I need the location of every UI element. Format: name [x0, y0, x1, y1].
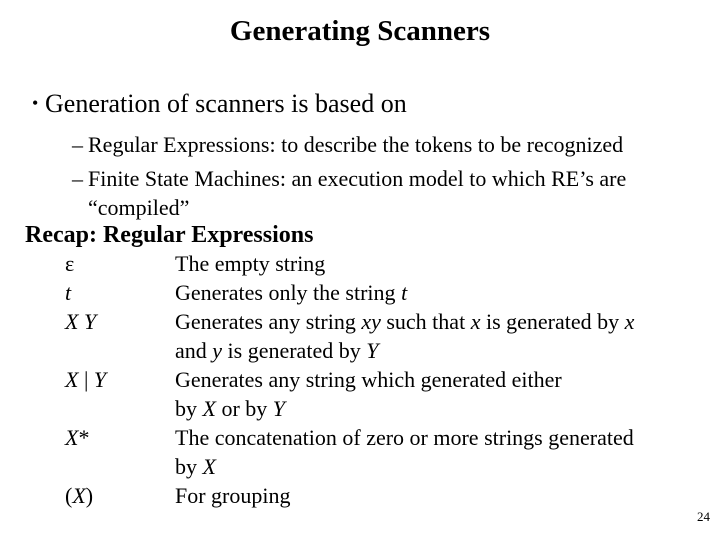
italic-segment: Y [272, 396, 286, 421]
italic-segment: X [65, 425, 79, 450]
regex-symbol: t [65, 278, 175, 307]
regex-description: Generates any string which generated eit… [175, 365, 720, 394]
text-segment: is generated by [222, 338, 367, 363]
regex-description: Generates any string xy such that x is g… [175, 307, 720, 336]
bullet-item: • Generation of scanners is based on [0, 87, 720, 120]
text-segment: and [175, 338, 213, 363]
text-segment: by [175, 454, 203, 479]
sub-bullet-text: Finite State Machines: an execution mode… [88, 166, 627, 220]
text-segment: Generates only the string [175, 280, 402, 305]
italic-segment: X [202, 396, 216, 421]
regex-symbol [65, 336, 175, 365]
regex-symbol: (X) [65, 481, 175, 510]
italic-segment: X [72, 483, 86, 508]
text-segment: or by [215, 396, 273, 421]
regex-description: and y is generated by Y [175, 336, 720, 365]
text-segment: by [175, 396, 203, 421]
text-segment: Generates any string [175, 309, 362, 334]
text-segment: such that [380, 309, 471, 334]
text-segment: ( [65, 483, 73, 508]
text-segment: For grouping [175, 483, 291, 508]
italic-segment: x [624, 309, 635, 334]
italic-segment: Y [93, 367, 107, 392]
sub-bullet-item: –Finite State Machines: an execution mod… [0, 164, 720, 222]
regex-description: Generates only the string t [175, 278, 720, 307]
regex-symbol: X Y [65, 307, 175, 336]
text-segment: ε [65, 251, 75, 276]
regex-symbol [65, 452, 175, 481]
page-number: 24 [697, 509, 710, 524]
regex-symbol [65, 394, 175, 423]
regex-description: by X or by Y [175, 394, 720, 423]
italic-segment: Y [366, 338, 379, 363]
italic-segment: X [65, 367, 79, 392]
regex-description: The empty string [175, 249, 720, 278]
text-segment: ) [85, 483, 94, 508]
dash-marker: – [72, 132, 83, 157]
text-segment: The empty string [175, 251, 326, 276]
text-segment: The concatenation of zero or more string… [175, 425, 634, 450]
text-segment: Generates any string which generated eit… [175, 367, 562, 392]
dash-marker: – [72, 166, 83, 191]
italic-segment: y [212, 338, 223, 363]
sub-bullet-list: –Regular Expressions: to describe the to… [0, 130, 720, 222]
text-segment: | [78, 367, 94, 392]
sub-bullet-item: –Regular Expressions: to describe the to… [0, 130, 720, 159]
regex-description: The concatenation of zero or more string… [175, 423, 720, 452]
slide-title: Generating Scanners [229, 15, 491, 47]
regex-symbol: X | Y [65, 365, 175, 394]
italic-segment: X [202, 454, 216, 479]
recap-heading: Recap: Regular Expressions [25, 222, 314, 248]
regex-symbol: X* [65, 423, 175, 452]
italic-segment: t [65, 280, 72, 305]
italic-segment: X Y [65, 309, 97, 334]
regex-description: For grouping [175, 481, 720, 510]
bullet-text: Generation of scanners is based on [45, 89, 407, 118]
text-segment: is generated by [480, 309, 625, 334]
sub-bullet-text: Regular Expressions: to describe the tok… [88, 132, 624, 157]
regex-symbol: ε [65, 249, 175, 278]
italic-segment: xy [361, 309, 381, 334]
bullet-marker: • [32, 93, 39, 113]
italic-segment: x [470, 309, 481, 334]
italic-segment: t [401, 280, 408, 305]
text-segment: * [78, 425, 90, 450]
regex-description: by X [175, 452, 720, 481]
